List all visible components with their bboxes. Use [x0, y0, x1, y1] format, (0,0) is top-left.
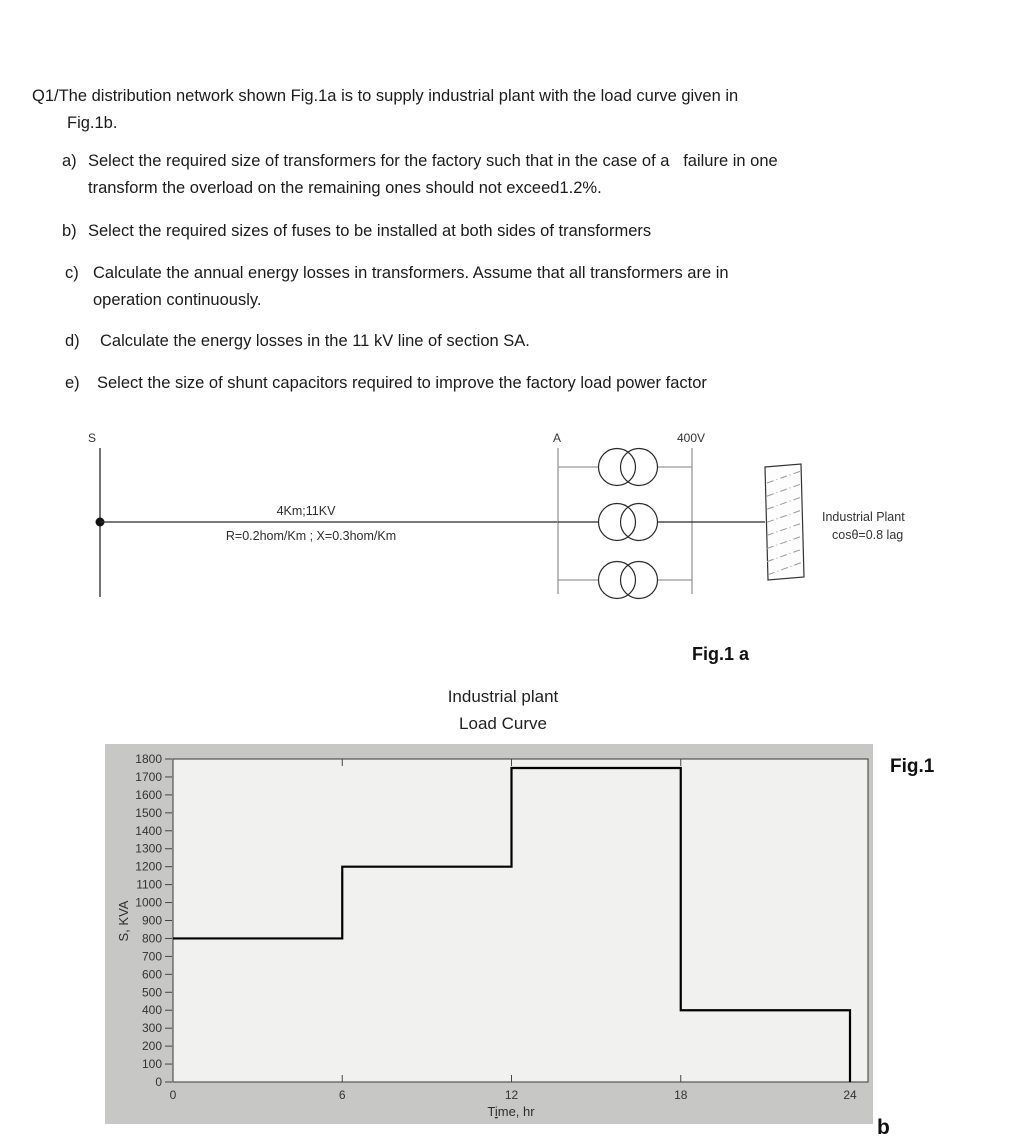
bus-s-label: S: [88, 431, 96, 445]
item-a-line-1: a) Select the required size of transforme…: [62, 151, 778, 171]
svg-text:1100: 1100: [136, 878, 162, 892]
item-c-line-2: operation continuously.: [93, 291, 262, 309]
svg-text:1400: 1400: [135, 824, 162, 838]
svg-text:400: 400: [142, 1003, 162, 1017]
item-d-line-1: d) Calculate the energy losses in the 11 …: [65, 331, 530, 351]
feeder-impedance-label: R=0.2hom/Km ; X=0.3hom/Km: [226, 529, 396, 543]
transformer-symbol: [558, 502, 765, 542]
distribution-network-diagram: S 4Km;11KV R=0.2hom/Km ; X=0.3hom/Km A 4…: [88, 431, 905, 600]
hatch-line: [766, 509, 802, 523]
chart-title-line-1: Industrial plant: [447, 687, 559, 706]
hatch-line: [766, 470, 802, 484]
question-line-1: Q1/The distribution network shown Fig.1a…: [32, 87, 739, 105]
item-a-text: Select the required size of transformers…: [88, 152, 778, 170]
question-line-2: Fig.1b.: [67, 114, 118, 132]
x-axis-ticks: [341, 759, 682, 1082]
svg-text:500: 500: [142, 985, 162, 999]
load-curve-chart: 0100200300400500600700800900100011001200…: [105, 744, 873, 1124]
svg-text:1600: 1600: [135, 788, 162, 802]
hatch-line: [766, 496, 802, 510]
transformer-coil: [619, 560, 659, 600]
transformer-symbol: [558, 447, 692, 487]
svg-text:1800: 1800: [135, 752, 162, 766]
y-axis-label: S, KVA: [116, 900, 131, 941]
hatch-line: [767, 562, 802, 576]
plant-name-label: Industrial Plant: [822, 510, 905, 524]
item-c-line-1: c) Calculate the annual energy losses in …: [65, 263, 729, 283]
plot-area: [172, 758, 869, 1083]
transformer-coil: [597, 560, 637, 600]
item-b-label: b): [62, 222, 77, 240]
x-axis-label-part: T: [487, 1104, 495, 1119]
transformer-symbol: [558, 560, 692, 600]
svg-text:1500: 1500: [135, 806, 162, 820]
fig-1a-caption: Fig.1 a: [692, 644, 750, 664]
item-a-line-2: transform the overload on the remaining …: [88, 179, 602, 197]
svg-text:1000: 1000: [135, 896, 162, 910]
transformer-coil: [619, 447, 659, 487]
x-axis-label-part: i: [495, 1104, 498, 1119]
transformer-coil: [597, 447, 637, 487]
bus-400v-label: 400V: [677, 431, 705, 445]
hatch-line: [766, 522, 802, 536]
chart-title-line-2: Load Curve: [459, 714, 547, 733]
item-c-label: c): [65, 264, 79, 282]
item-e-line-1: e) Select the size of shunt capacitors re…: [65, 373, 707, 393]
svg-text:700: 700: [142, 949, 162, 963]
svg-text:1200: 1200: [135, 860, 162, 874]
svg-text:6: 6: [339, 1088, 346, 1102]
feeder-length-label: 4Km;11KV: [277, 504, 336, 518]
hatch-line: [766, 483, 802, 497]
item-b-line-1: b) Select the required sizes of fuses to …: [62, 221, 651, 241]
y-axis-ticks: [165, 758, 172, 1083]
svg-text:300: 300: [142, 1021, 162, 1035]
bus-a-label: A: [553, 431, 561, 445]
y-axis-tick-labels: 0 100 200 300 400 500 600 700 800 900 1000 1100 1200…: [135, 752, 162, 1089]
svg-text:0: 0: [155, 1075, 162, 1089]
load-block: [764, 463, 805, 581]
load-curve-line: [173, 766, 852, 1082]
svg-text:1300: 1300: [135, 842, 162, 856]
item-c-text: Calculate the annual energy losses in tr…: [93, 264, 729, 282]
svg-text:900: 900: [142, 914, 162, 928]
item-e-label: e): [65, 374, 80, 392]
item-b-text: Select the required sizes of fuses to be…: [88, 222, 652, 240]
x-axis-tick-labels: 0 6 12 18 24: [170, 1088, 857, 1102]
item-d-label: d): [65, 332, 80, 350]
hatch-line: [766, 549, 802, 563]
svg-text:200: 200: [142, 1039, 162, 1053]
x-axis-label: Time, hr: [487, 1104, 535, 1119]
x-axis-label-part: me, hr: [498, 1104, 536, 1119]
svg-text:800: 800: [142, 931, 162, 945]
hatch-line: [766, 536, 802, 549]
item-d-text: Calculate the energy losses in the 11 kV…: [100, 332, 530, 350]
transformer-coil: [619, 502, 659, 542]
industrial-plant-load-symbol: [764, 463, 805, 581]
svg-text:24: 24: [843, 1088, 857, 1102]
item-e-text: Select the size of shunt capacitors requ…: [97, 374, 707, 392]
svg-text:1700: 1700: [135, 770, 162, 784]
svg-text:18: 18: [674, 1088, 688, 1102]
fig-1-caption: Fig.1: [890, 756, 935, 777]
item-a-label: a): [62, 152, 77, 170]
svg-text:0: 0: [170, 1088, 177, 1102]
transformer-coil: [597, 502, 637, 542]
plant-power-factor-label: cosθ=0.8 lag: [832, 528, 903, 542]
fig-1b-sub-caption: b: [877, 1116, 890, 1139]
svg-text:12: 12: [505, 1088, 519, 1102]
svg-text:600: 600: [142, 967, 162, 981]
svg-text:100: 100: [142, 1057, 162, 1071]
